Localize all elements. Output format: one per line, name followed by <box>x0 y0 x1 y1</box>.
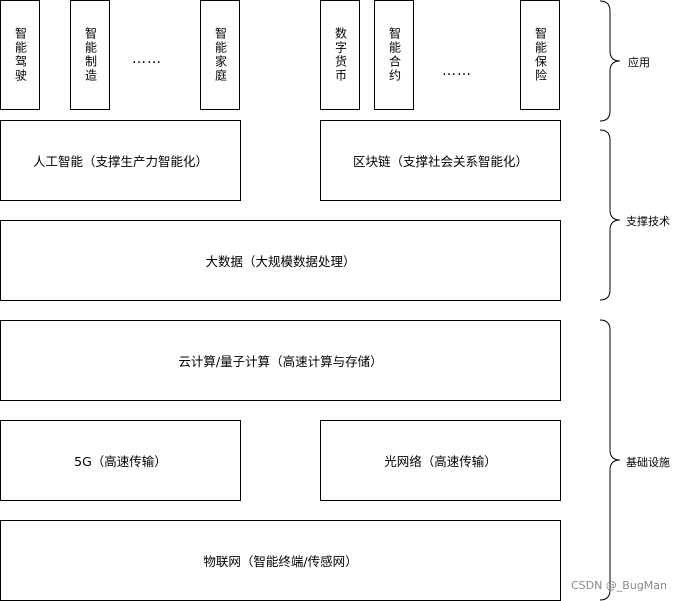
app-box-smart-contract: 智能合约 <box>374 0 414 110</box>
optical-network-box: 光网络（高速传输） <box>320 420 561 501</box>
layer-label-application: 应用 <box>628 56 650 69</box>
blockchain-label: 区块链（支撑社会关系智能化） <box>352 154 528 169</box>
iot-label: 物联网（智能终端/传感网） <box>203 554 358 569</box>
ellipsis-right: …… <box>442 63 472 79</box>
app-box-smart-insurance: 智能保险 <box>520 0 560 110</box>
layer-label-support-tech: 支撑技术 <box>626 215 670 228</box>
app-box-autonomous-driving: 智能驾驶 <box>0 0 40 110</box>
app-label-smart-insurance: 智能保险 <box>533 27 548 83</box>
app-box-digital-currency: 数字货币 <box>320 0 360 110</box>
bigdata-label: 大数据（大规模数据处理） <box>205 254 356 269</box>
cloud-label: 云计算/量子计算（高速计算与存储） <box>178 354 383 369</box>
cloud-box: 云计算/量子计算（高速计算与存储） <box>0 320 561 401</box>
app-box-smart-manufacturing: 智能制造 <box>70 0 110 110</box>
brace-support-tech <box>599 129 621 301</box>
fiveg-label: 5G（高速传输） <box>74 454 167 469</box>
optical-network-label: 光网络（高速传输） <box>384 454 497 469</box>
layer-label-infrastructure: 基础设施 <box>626 456 670 469</box>
blockchain-box: 区块链（支撑社会关系智能化） <box>320 120 561 201</box>
bigdata-box: 大数据（大规模数据处理） <box>0 220 561 301</box>
app-label-smart-contract: 智能合约 <box>387 27 402 83</box>
app-label-autonomous-driving: 智能驾驶 <box>13 27 28 83</box>
ai-label: 人工智能（支撑生产力智能化） <box>32 154 208 169</box>
app-label-smart-home: 智能家庭 <box>213 27 228 83</box>
ai-box: 人工智能（支撑生产力智能化） <box>0 120 241 201</box>
app-box-smart-home: 智能家庭 <box>200 0 240 110</box>
app-label-smart-manufacturing: 智能制造 <box>83 27 98 83</box>
fiveg-box: 5G（高速传输） <box>0 420 241 501</box>
ellipsis-left: …… <box>132 51 162 67</box>
brace-infrastructure <box>599 319 621 601</box>
app-label-digital-currency: 数字货币 <box>333 27 348 83</box>
brace-application <box>599 0 621 122</box>
watermark: CSDN @_BugMan <box>570 579 667 592</box>
